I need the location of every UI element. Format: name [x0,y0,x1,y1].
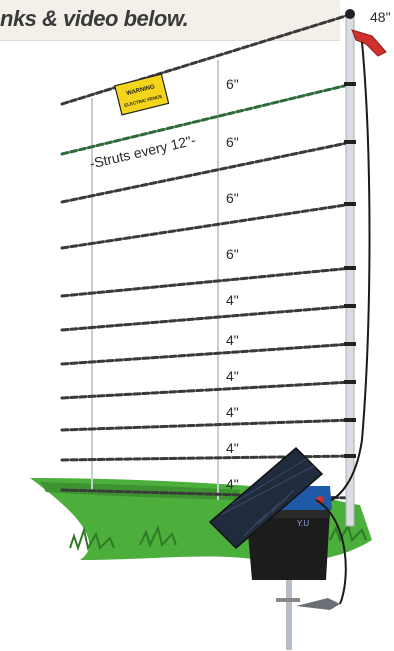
height-label: 48" [370,9,391,25]
spacing-label: 4" [226,292,239,308]
ground-clip [296,598,340,610]
warning-sign: WARNING ELECTRIC FENCE [115,74,169,115]
spacing-label: 6" [226,246,239,262]
spacing-label: 4" [226,404,239,420]
spacing-label: 4" [226,368,239,384]
spacing-label: 6" [226,76,239,92]
red-clip [352,30,386,56]
energizer-brand: Y.U [297,519,310,528]
post-cap [345,9,355,19]
spacing-label: 6" [226,190,239,206]
lead-wire [320,42,370,505]
ground-rod [286,580,292,650]
spacing-label: 4" [226,476,239,492]
spacing-label: 4" [226,440,239,456]
spacing-label: 4" [226,332,239,348]
spacing-label: 6" [226,134,239,150]
fence-strands [62,14,352,498]
